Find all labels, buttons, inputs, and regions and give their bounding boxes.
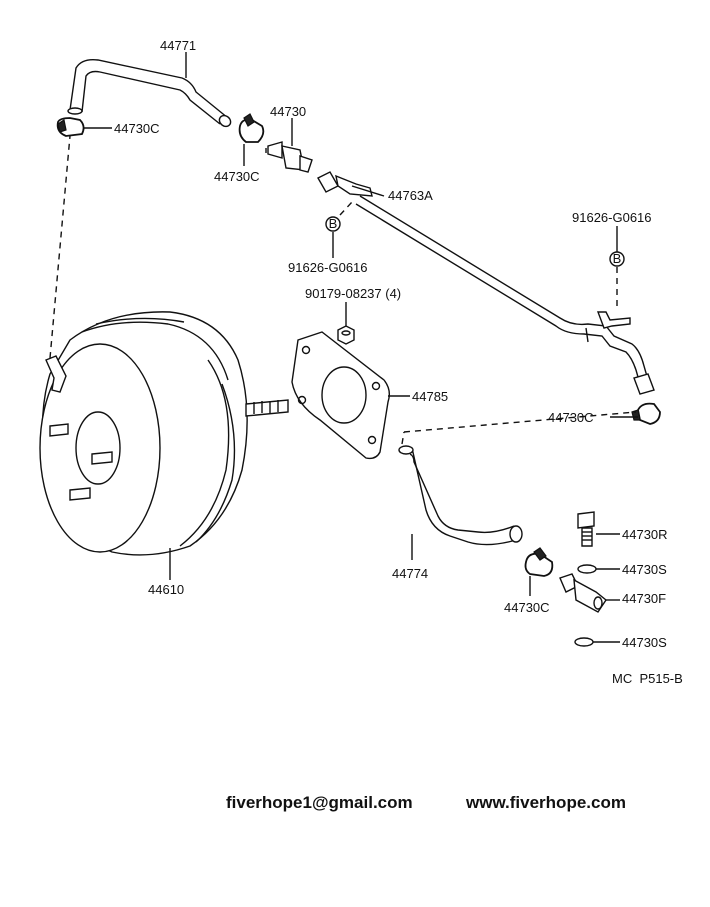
washer-44730s-upper (577, 564, 597, 574)
bolt-marker-left: B (325, 201, 353, 232)
bolt-marker-right: B (609, 251, 625, 306)
label-91626-left: 91626-G0616 (288, 260, 368, 275)
washer-44730s-lower (574, 637, 594, 647)
hose-44771 (67, 58, 232, 128)
label-44730c-upper-mid: 44730C (214, 169, 260, 184)
clamp-upper-left (56, 117, 85, 137)
clamp-lower (524, 547, 554, 577)
hose-44774 (398, 411, 637, 546)
nut-90179 (337, 325, 355, 345)
label-44730f: 44730F (622, 591, 666, 606)
footer-website: www.fiverhope.com (466, 793, 626, 812)
leader-lines (84, 52, 638, 643)
label-44730s-lower: 44730S (622, 635, 667, 650)
clamp-upper-mid (238, 113, 265, 143)
label-44730c-lower: 44730C (504, 600, 550, 615)
footer-email: fiverhope1@gmail.com (226, 793, 413, 812)
diagram-code: MC P515-B (612, 671, 683, 686)
union-bolt-44730r (577, 511, 595, 547)
fitting-44730f (559, 573, 607, 613)
booster-44610 (39, 135, 289, 556)
svg-text:B: B (329, 216, 338, 231)
label-44774: 44774 (392, 566, 428, 581)
label-44730s-upper: 44730S (622, 562, 667, 577)
label-44730r: 44730R (622, 527, 668, 542)
label-44771: 44771 (160, 38, 196, 53)
label-44730: 44730 (270, 104, 306, 119)
label-44763a: 44763A (388, 188, 433, 203)
label-44730c-right: 44730C (548, 410, 594, 425)
check-valve-44730 (265, 141, 313, 173)
label-91626-right: 91626-G0616 (572, 210, 652, 225)
pipe-44763a (317, 171, 655, 395)
label-44610: 44610 (148, 582, 184, 597)
clamp-right (631, 402, 661, 425)
label-44785: 44785 (412, 389, 448, 404)
label-44730c-upper-left: 44730C (114, 121, 160, 136)
svg-text:B: B (613, 251, 622, 266)
gasket-44785 (291, 331, 391, 460)
label-90179: 90179-08237 (4) (305, 286, 401, 301)
